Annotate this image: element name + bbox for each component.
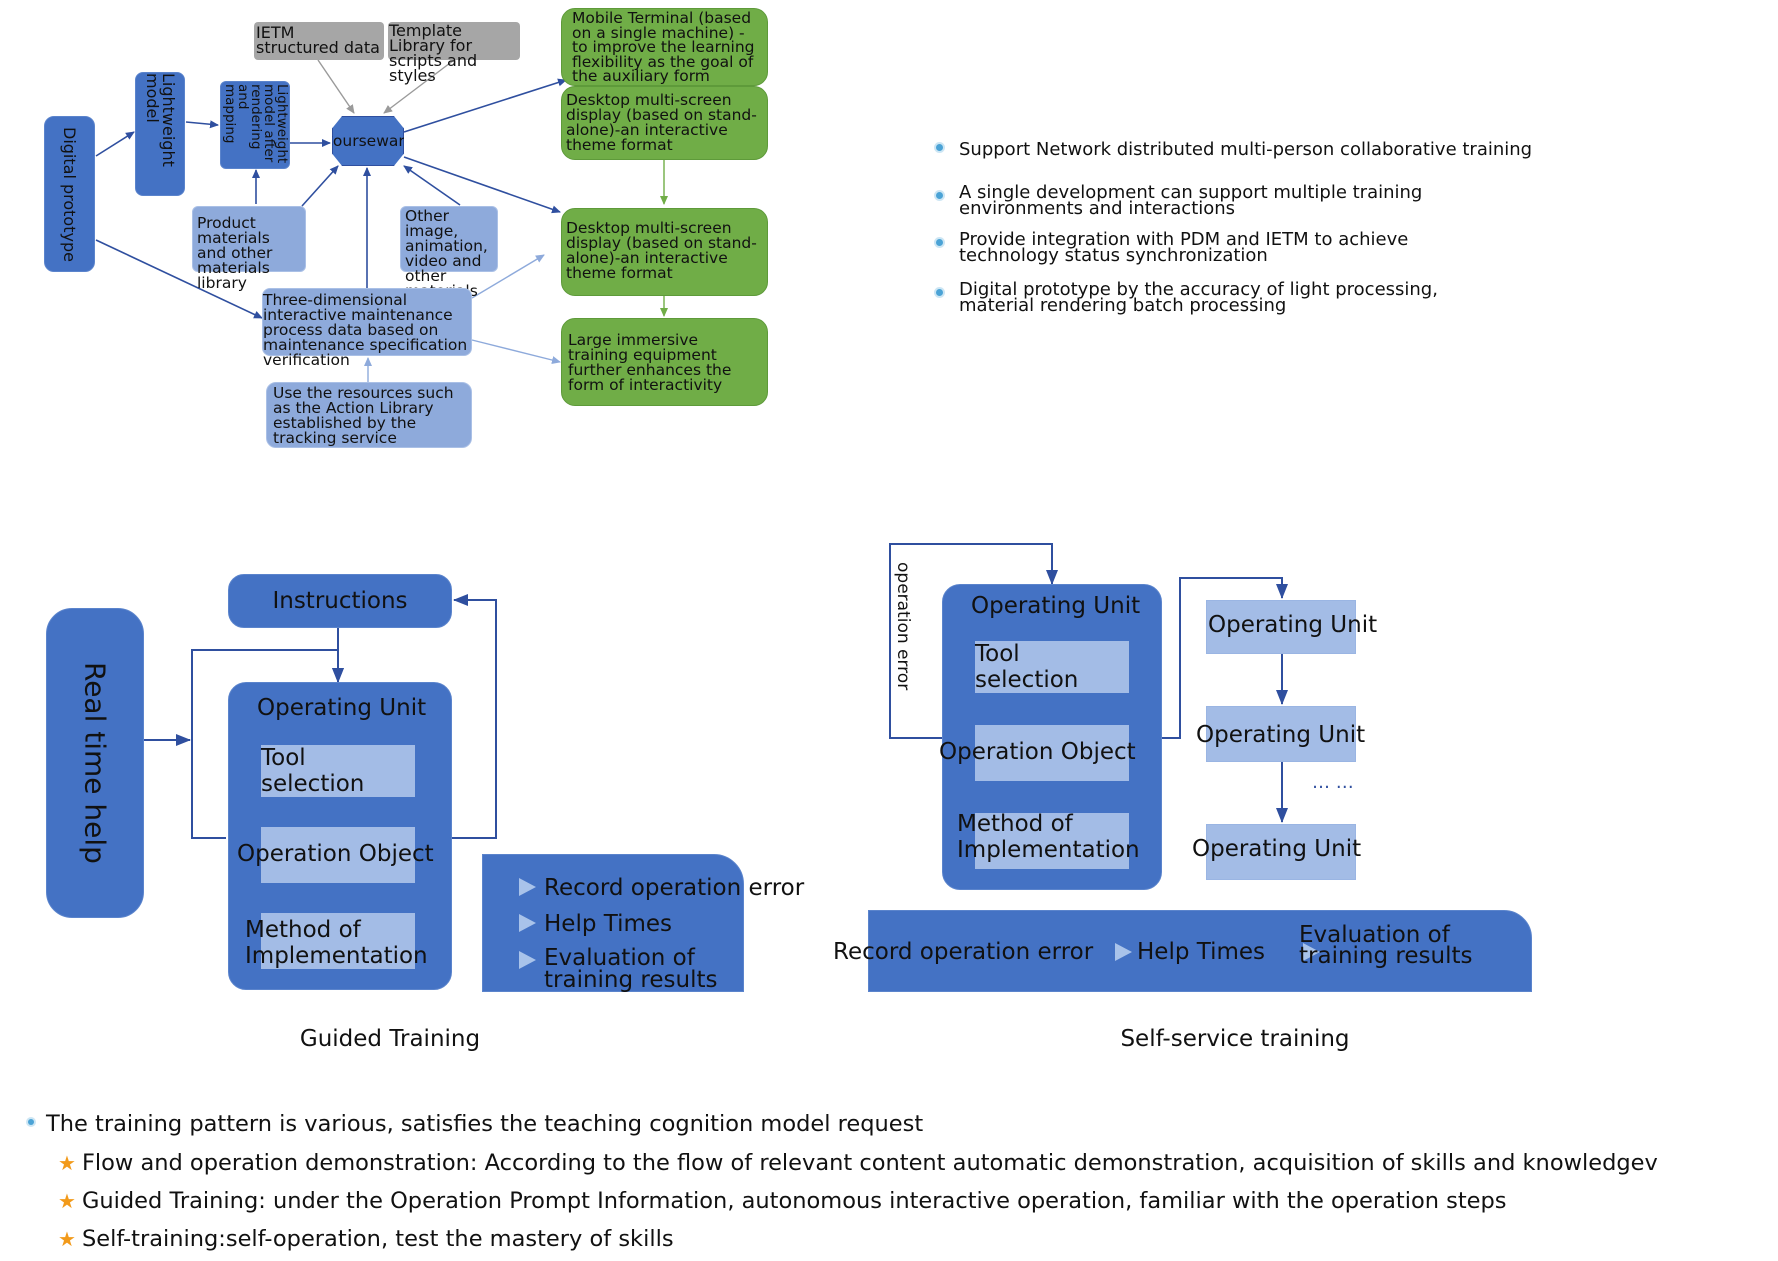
action-library-box: Use the resources such as the Action Lib…: [266, 382, 472, 448]
guided-method-label: Method of Implementation: [245, 917, 428, 969]
large-immersive-label: Large immersive training equipment furth…: [568, 331, 732, 394]
ellipsis-label: … …: [1312, 772, 1354, 793]
other-media-label: Other image, animation, video and other …: [405, 207, 488, 299]
self-operation-object-label: Operation Object: [939, 739, 1136, 765]
ietm-data-label: IETM structured data: [256, 23, 380, 57]
real-time-help-box: Real time help: [46, 608, 144, 918]
feature-item: A single development can support multipl…: [936, 184, 1479, 218]
template-library-label: Template Library for scripts and styles: [389, 21, 478, 85]
guided-operating-unit-label: Operating Unit: [257, 695, 427, 721]
self-results-box: Record operation error Help Times Evalua…: [833, 910, 1532, 992]
bottom-item: ★Flow and operation demonstration: Accor…: [58, 1150, 1658, 1176]
desktop-display-1-label: Desktop multi-screen display (based on s…: [566, 91, 757, 154]
digital-prototype-box: Digital prototype: [44, 116, 95, 272]
play-triangle-icon: [1115, 942, 1132, 961]
guided-evaluation: Evaluation of training results: [519, 947, 739, 992]
self-unit-2: [1206, 706, 1356, 762]
other-media-box: Other image, animation, video and other …: [400, 206, 498, 299]
product-materials-label: Product materials and other materials li…: [197, 214, 273, 292]
self-record-error: Record operation error: [833, 939, 1094, 965]
mobile-terminal-label: Mobile Terminal (based on a single machi…: [572, 9, 755, 85]
mobile-terminal-box: Mobile Terminal (based on a single machi…: [561, 8, 768, 86]
play-triangle-icon: [1303, 942, 1321, 961]
self-unit-3: [1206, 824, 1356, 880]
bullet-dot-icon: [936, 143, 943, 151]
star-icon: ★: [58, 1151, 76, 1175]
guided-operation-object: [261, 827, 415, 883]
bullet-dot-icon: [936, 239, 943, 246]
large-immersive-box: Large immersive training equipment furth…: [561, 318, 768, 406]
play-triangle-icon: [519, 877, 536, 896]
lightweight-rendered-box: Lightweight model after rendering and ma…: [220, 81, 290, 169]
self-evaluation: Evaluation of training results: [1299, 922, 1473, 969]
lightweight-rendered-label: Lightweight model after rendering and ma…: [222, 84, 290, 164]
instructions-label: Instructions: [272, 588, 408, 614]
guided-method: [261, 913, 415, 969]
desktop-display-1-box: Desktop multi-screen display (based on s…: [561, 86, 768, 160]
self-unit-1: [1206, 600, 1356, 654]
self-help-times: Help Times: [1137, 939, 1266, 965]
bottom-main-text: The training pattern is various, satisfi…: [28, 1111, 923, 1137]
star-icon: ★: [58, 1189, 76, 1213]
three-d-process-label: Three-dimensional interactive maintenanc…: [263, 291, 468, 369]
guided-tool-selection: Tool selection: [261, 745, 415, 797]
play-triangle-icon: [519, 951, 536, 969]
ietm-data-box: IETM structured data: [254, 22, 384, 60]
feature-item: Support Network distributed multi-person…: [936, 141, 1532, 159]
lightweight-model-box: Lightweight model: [135, 72, 185, 196]
action-library-label: Use the resources such as the Action Lib…: [273, 384, 454, 447]
guided-operating-unit-box: Operating Unit Tool selection Operation …: [228, 682, 452, 990]
guided-help-times: Help Times: [519, 911, 672, 937]
bottom-item: ★Self-training:self-operation, test the …: [58, 1226, 674, 1252]
guided-results-box: Record operation error Help Times Evalua…: [482, 854, 804, 992]
template-library-box: Template Library for scripts and styles: [388, 22, 520, 84]
self-unit-3-label: Operating Unit: [1192, 836, 1362, 862]
bullet-dot-icon: [936, 192, 943, 199]
guided-operation-object-label: Operation Object: [237, 841, 434, 867]
desktop-display-2-box: Desktop multi-screen display (based on s…: [561, 208, 768, 296]
courseware-label: Courseware: [322, 131, 414, 150]
product-materials-box: Product materials and other materials li…: [192, 206, 306, 291]
digital-prototype-label: Digital prototype: [60, 126, 79, 262]
self-service-caption: Self-service training: [1120, 1026, 1350, 1052]
self-method: [975, 813, 1129, 869]
desktop-display-2-label: Desktop multi-screen display (based on s…: [566, 219, 757, 282]
three-d-process-box: Three-dimensional interactive maintenanc…: [262, 288, 472, 368]
bullet-dot-icon: [28, 1118, 34, 1125]
self-method-label: Method of Implementation: [957, 811, 1140, 863]
self-operation-object: [975, 725, 1129, 781]
star-icon: ★: [58, 1227, 76, 1251]
lightweight-model-label: Lightweight model: [143, 73, 178, 167]
instructions-box: Instructions: [228, 574, 452, 628]
self-operating-unit-box: Operating Unit Tool selection Operation …: [939, 584, 1162, 890]
play-triangle-icon: [519, 913, 536, 932]
bottom-item: ★Guided Training: under the Operation Pr…: [58, 1188, 1507, 1214]
guided-training-caption: Guided Training: [299, 1026, 481, 1052]
self-unit-2-label: Operating Unit: [1196, 722, 1366, 748]
bullet-dot-icon: [936, 289, 943, 296]
operation-error-label: operation error: [893, 562, 913, 691]
self-unit-1-label: Operating Unit: [1208, 612, 1378, 638]
real-time-help-label: Real time help: [78, 662, 112, 864]
courseware-box: Courseware: [332, 116, 404, 166]
self-operating-unit-label: Operating Unit: [971, 593, 1141, 619]
self-tool-selection: Tool selection: [975, 641, 1129, 693]
feature-item: Digital prototype by the accuracy of lig…: [936, 281, 1499, 315]
guided-record-error: Record operation error: [519, 875, 804, 901]
feature-item: Provide integration with PDM and IETM to…: [936, 231, 1479, 265]
